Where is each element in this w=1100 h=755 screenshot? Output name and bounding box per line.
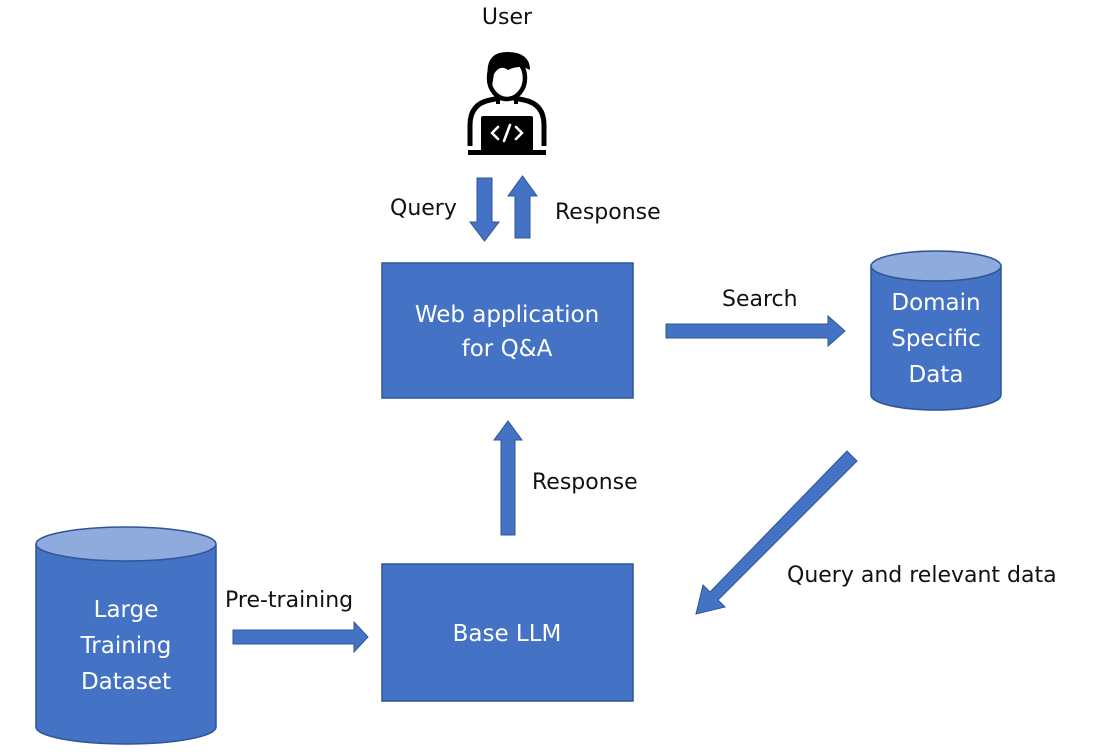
query-label: Query [390, 196, 457, 221]
pretraining-label: Pre-training [225, 588, 353, 613]
user-laptop-code-icon [467, 52, 547, 155]
response-label-top: Response [555, 200, 661, 225]
large-training-dataset-node: Large Training Dataset [35, 526, 217, 745]
response-arrow-to-user [507, 175, 538, 239]
web-app-label-line-2: for Q&A [462, 336, 553, 362]
search-arrow [665, 314, 846, 348]
base-llm-label: Base LLM [453, 621, 562, 647]
query-relevant-data-label: Query and relevant data [787, 563, 1057, 588]
web-application-node: Web application for Q&A [381, 262, 634, 399]
training-dataset-label-line-3: Dataset [81, 669, 171, 695]
response-label-llm: Response [532, 470, 638, 495]
query-arrow [468, 177, 501, 242]
training-dataset-label-line-1: Large [94, 597, 159, 623]
web-app-label-line-1: Web application [415, 302, 599, 328]
user-label: User [482, 5, 533, 30]
response-arrow-llm-to-webapp [493, 420, 523, 536]
domain-data-label-line-1: Domain [891, 290, 980, 316]
domain-data-label-line-3: Data [909, 362, 964, 388]
base-llm-node: Base LLM [381, 563, 634, 702]
training-dataset-label-line-2: Training [80, 633, 172, 659]
pretraining-arrow [232, 620, 369, 654]
query-relevant-data-arrow [695, 450, 858, 615]
domain-data-label-line-2: Specific [891, 326, 981, 352]
domain-specific-data-node: Domain Specific Data [870, 250, 1002, 411]
search-label: Search [722, 287, 798, 312]
